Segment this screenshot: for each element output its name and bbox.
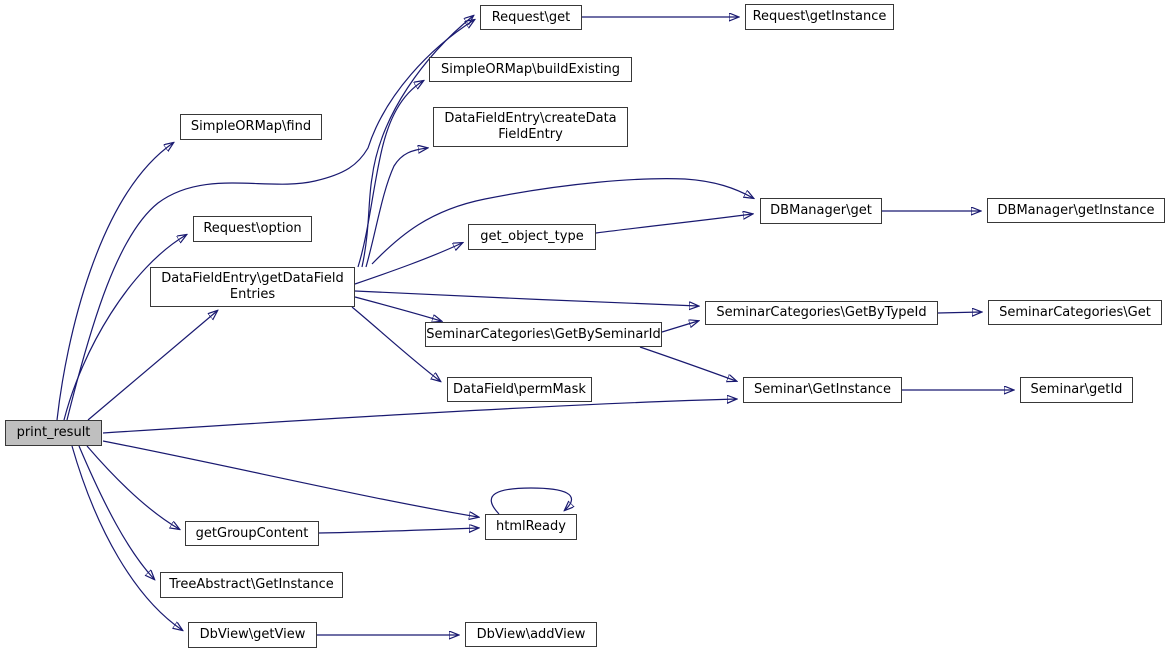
node-treeabstract-getinstance[interactable]: TreeAbstract\GetInstance	[160, 572, 343, 598]
node-seminarcategories-getbyseminarid[interactable]: SeminarCategories\GetBySeminarId	[425, 322, 662, 347]
edge-datafieldentry_getdatafieldentries-to-datafield_permmask	[351, 306, 440, 381]
edge-datafieldentry_getdatafieldentries-to-seminarcategories_getbyseminarid	[354, 296, 441, 321]
node-seminarcategories-getbytypeid[interactable]: SeminarCategories\GetByTypeId	[705, 301, 938, 325]
edge-print_result-to-htmlready	[102, 440, 478, 517]
node-dbmanager-getinstance[interactable]: DBManager\getInstance	[987, 198, 1165, 223]
node-datafieldentry-getdatafieldentries[interactable]: DataFieldEntry\getDataField Entries	[150, 267, 355, 307]
node-get-object-type[interactable]: get_object_type	[468, 224, 596, 250]
edge-print_result-to-getgroupcontent	[86, 445, 179, 529]
edge-get_object_type-to-dbmanager_get	[595, 214, 752, 234]
node-print-result: print_result	[5, 420, 102, 446]
node-dbview-getview[interactable]: DbView\getView	[188, 622, 317, 648]
edge-print_result-to-simpleormap_find	[56, 143, 173, 421]
node-getgroupcontent[interactable]: getGroupContent	[185, 521, 319, 546]
edge-print_result-to-request_option	[63, 235, 186, 421]
node-seminarcategories-get[interactable]: SeminarCategories\Get	[988, 300, 1162, 325]
node-datafieldentry-createdatafieldentry[interactable]: DataFieldEntry\createData FieldEntry	[433, 107, 628, 147]
node-dbmanager-get[interactable]: DBManager\get	[760, 198, 882, 224]
node-seminar-getinstance[interactable]: Seminar\GetInstance	[743, 377, 902, 403]
node-request-getinstance[interactable]: Request\getInstance	[745, 4, 894, 30]
edge-print_result-to-datafieldentry_getdatafieldentries	[87, 311, 217, 421]
edge-datafieldentry_getdatafieldentries-to-simpleormap_buildexisting	[357, 81, 423, 268]
node-request-option[interactable]: Request\option	[193, 216, 312, 242]
edge-datafieldentry_getdatafieldentries-to-get_object_type	[354, 243, 462, 285]
edge-htmlready-self-loop	[490, 487, 571, 515]
node-seminar-getid[interactable]: Seminar\getId	[1020, 377, 1133, 403]
node-datafield-permmask[interactable]: DataField\permMask	[447, 377, 592, 402]
node-simpleormap-find[interactable]: SimpleORMap\find	[180, 114, 322, 140]
edge-print_result-to-seminar_getinstance	[102, 399, 736, 434]
edge-datafieldentry_getdatafieldentries-to-datafieldentry_createdatafieldentry	[365, 148, 427, 268]
edge-print_result-to-dbview_getview	[71, 445, 182, 630]
edge-seminarcategories_getbytypeid-to-seminarcategories_get	[937, 312, 981, 313]
edge-datafieldentry_getdatafieldentries-to-seminarcategories_getbytypeid	[354, 290, 698, 306]
edge-datafieldentry_getdatafieldentries-to-dbmanager_get	[371, 178, 753, 265]
edge-print_result-to-request_get	[66, 20, 474, 421]
edge-print_result-to-treeabstract_getinstance	[78, 445, 154, 579]
node-dbview-addview[interactable]: DbView\addView	[465, 622, 597, 647]
edge-seminarcategories_getbyseminarid-to-seminarcategories_getbytypeid	[661, 321, 698, 333]
edge-getgroupcontent-to-htmlready	[318, 528, 478, 534]
node-simpleormap-buildexisting[interactable]: SimpleORMap\buildExisting	[429, 57, 632, 82]
node-htmlready[interactable]: htmlReady	[485, 514, 577, 540]
node-request-get[interactable]: Request\get	[480, 5, 582, 30]
edge-seminarcategories_getbyseminarid-to-seminar_getinstance	[639, 346, 736, 381]
